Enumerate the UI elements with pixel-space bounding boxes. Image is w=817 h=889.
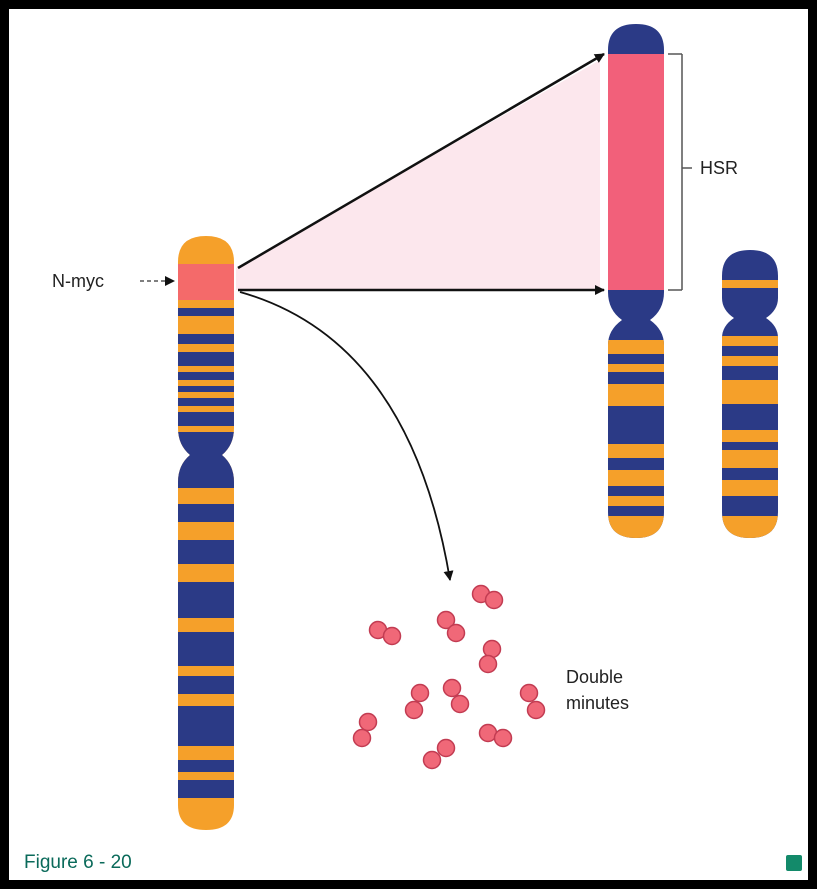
double-minute [444, 680, 469, 713]
hsr-chromosome [600, 20, 672, 550]
double-minute [406, 685, 429, 719]
amplification-wedge [236, 60, 600, 290]
hsr-bracket [668, 54, 692, 290]
double-minutes-cluster [354, 586, 545, 769]
hsr-region [600, 54, 672, 290]
double-minute [370, 622, 401, 645]
double-minute [424, 740, 455, 769]
arrow-to-double-minutes [240, 292, 450, 580]
double-minute [354, 714, 377, 747]
hsr-label: HSR [700, 158, 738, 179]
double-minute [480, 725, 512, 747]
double-minutes-label-line1: Double [566, 667, 623, 688]
double-minute [521, 685, 545, 719]
n-myc-amplicon-band [170, 264, 242, 300]
double-minute [473, 586, 503, 609]
square-marker-icon [786, 855, 802, 871]
double-minute [438, 612, 465, 642]
normal-chromosome [714, 244, 786, 544]
n-myc-label: N-myc [52, 271, 104, 292]
figure-caption: Figure 6 - 20 [24, 852, 132, 874]
double-minutes-label-line2: minutes [566, 693, 629, 714]
double-minute [480, 641, 501, 673]
left-chromosome [170, 230, 242, 840]
